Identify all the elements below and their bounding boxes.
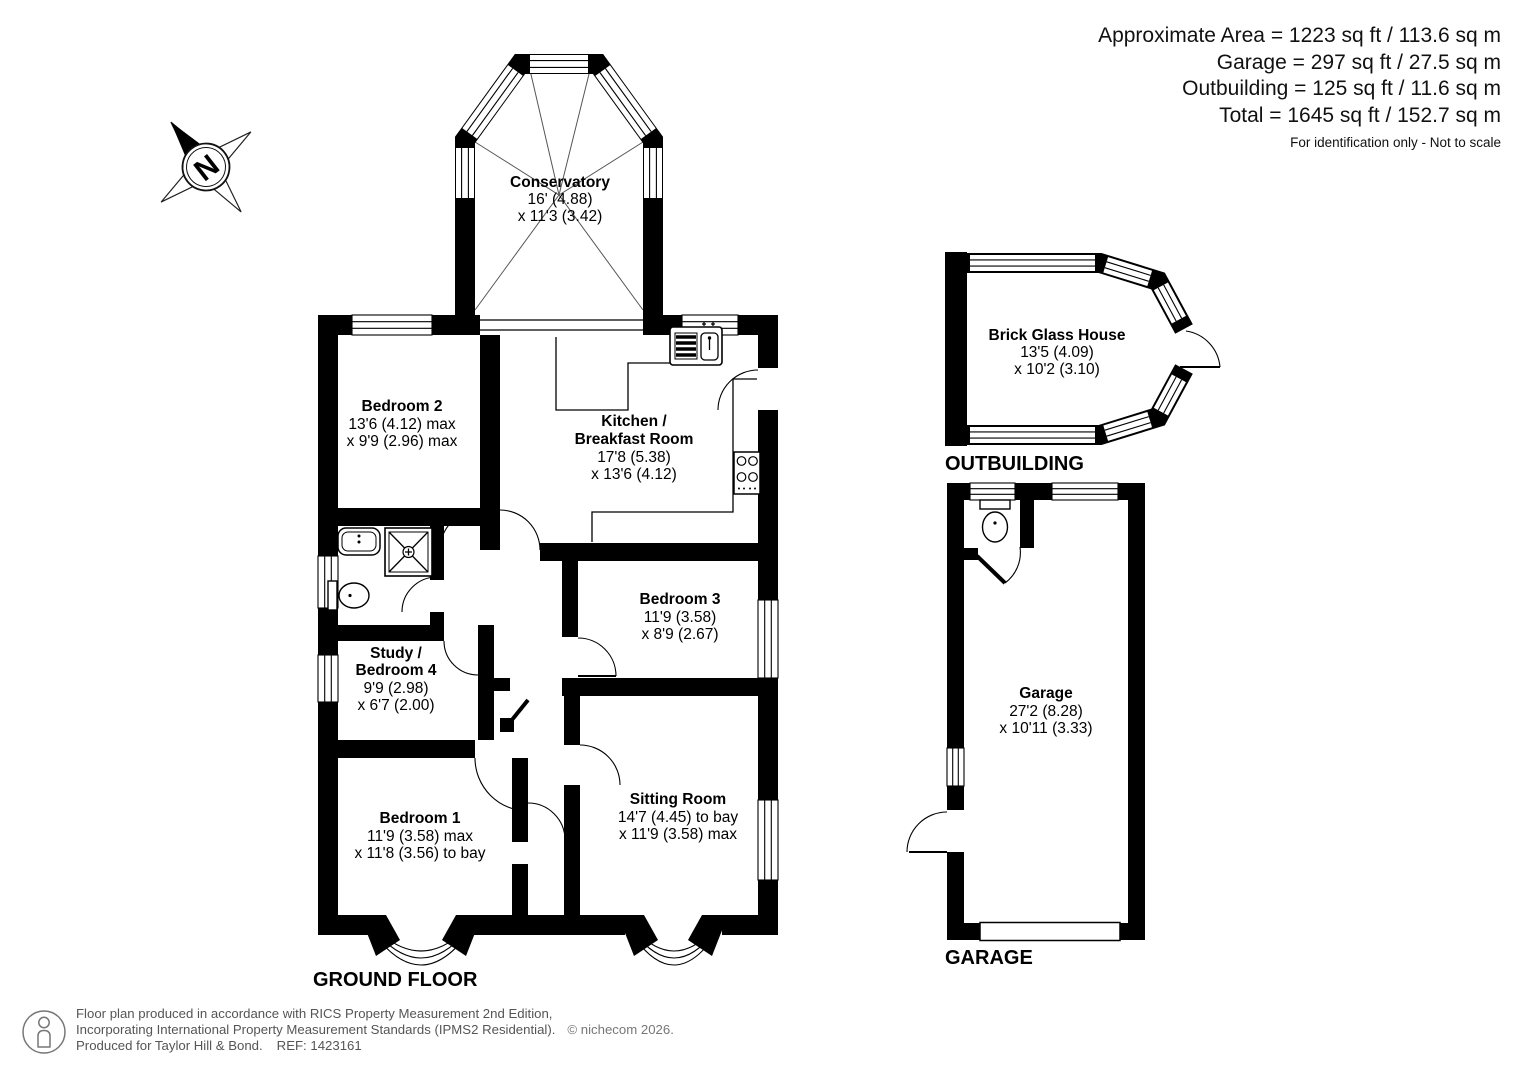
footer-line-2: Incorporating International Property Mea… (76, 1022, 555, 1037)
room-name: Garage (1019, 685, 1073, 702)
shower-icon (384, 527, 433, 577)
outbuilding: Brick Glass House 13'5 (4.09) x 10'2 (3.… (945, 252, 1221, 446)
room-dim: 27'2 (8.28) (1009, 703, 1083, 720)
room-name: Kitchen / (601, 413, 667, 430)
house-windows (317, 314, 779, 881)
footer-line-3: Produced for Taylor Hill & Bond. (76, 1038, 263, 1053)
room-dim: 9'9 (2.98) (364, 680, 429, 697)
ground-floor-caption: GROUND FLOOR (313, 969, 478, 991)
room-dim: x 8'9 (2.67) (641, 626, 718, 643)
room-dim: 16' (4.88) (528, 191, 593, 208)
room-dim: x 11'3 (3.42) (518, 208, 603, 225)
bedroom1-label: Bedroom 1 11'9 (3.58) max x 11'8 (3.56) … (354, 810, 485, 862)
room-name: Brick Glass House (989, 327, 1126, 344)
room-name: Study / (370, 645, 422, 662)
room-dim: x 13'6 (4.12) (591, 466, 677, 483)
room-dim: x 10'11 (3.33) (999, 720, 1092, 737)
house-doors (401, 369, 759, 841)
scale-note: For identification only - Not to scale (1290, 135, 1501, 150)
area-summary: Approximate Area = 1223 sq ft / 113.6 sq… (1098, 24, 1501, 150)
room-dim: 11'9 (3.58) max (367, 828, 473, 845)
footer-line-1: Floor plan produced in accordance with R… (76, 1006, 552, 1021)
outbuilding-caption: OUTBUILDING (945, 453, 1084, 475)
bathroom-fixtures (327, 527, 433, 611)
room-dim: x 9'9 (2.96) max (347, 433, 458, 450)
room-dim: 11'9 (3.58) (644, 609, 716, 626)
garage-door (979, 921, 1121, 942)
kitchen-counter-right (591, 378, 757, 542)
kitchen-counter (555, 337, 722, 411)
kitchen-fixtures (555, 322, 761, 542)
room-name: Bedroom 3 (640, 591, 721, 608)
person-icon (22, 1010, 66, 1054)
hob-icon (733, 451, 761, 495)
area-line-2: Garage = 297 sq ft / 27.5 sq m (1217, 51, 1501, 74)
footer-ref: REF: 1423161 (277, 1038, 362, 1053)
garage-label: Garage 27'2 (8.28) x 10'11 (3.33) (999, 685, 1092, 737)
room-name: Conservatory (510, 174, 610, 191)
area-line-4: Total = 1645 sq ft / 152.7 sq m (1219, 104, 1501, 127)
svg-text:Incorporating International Pr: Incorporating International Property Mea… (76, 1022, 674, 1037)
ground-floor-walls (318, 315, 778, 935)
bedroom1-bay-window (360, 915, 482, 966)
bedroom3-label: Bedroom 3 11'9 (3.58) x 8'9 (2.67) (640, 591, 721, 643)
room-dim: x 10'2 (3.10) (1014, 361, 1100, 378)
conservatory: Conservatory 16' (4.88) x 11'3 (3.42) (455, 54, 663, 315)
conservatory-label: Conservatory 16' (4.88) x 11'3 (3.42) (510, 174, 610, 225)
room-name: Bedroom 2 (362, 398, 443, 415)
room-dim: x 11'9 (3.58) max (619, 826, 737, 843)
svg-text:Produced for Taylor Hill & Bon: Produced for Taylor Hill & Bond. REF: 142… (76, 1038, 362, 1053)
building-captions: GROUND FLOOR OUTBUILDING GARAGE (313, 453, 1084, 991)
compass-icon: N (160, 121, 252, 213)
footer: Floor plan produced in accordance with R… (22, 1006, 674, 1054)
room-name: Bedroom 1 (380, 810, 461, 827)
study-label: Study / Bedroom 4 9'9 (2.98) x 6'7 (2.00… (356, 645, 437, 714)
room-dim: 13'5 (4.09) (1020, 344, 1094, 361)
room-dim: 17'8 (5.38) (597, 449, 671, 466)
sitting-room-bay-window (618, 915, 728, 966)
room-dim: x 6'7 (2.00) (357, 697, 434, 714)
room-dim: 13'6 (4.12) max (348, 416, 455, 433)
sitting-room-label: Sitting Room 14'7 (4.45) to bay x 11'9 (… (618, 791, 738, 843)
room-name: Bedroom 4 (356, 662, 437, 679)
brick-glass-house-label: Brick Glass House 13'5 (4.09) x 10'2 (3.… (989, 327, 1126, 378)
kitchen-label: Kitchen / Breakfast Room 17'8 (5.38) x 1… (575, 413, 694, 483)
area-line-1: Approximate Area = 1223 sq ft / 113.6 sq… (1098, 24, 1501, 47)
room-dim: x 11'8 (3.56) to bay (354, 845, 485, 862)
toilet-icon (327, 580, 370, 611)
area-line-3: Outbuilding = 125 sq ft / 11.6 sq m (1182, 77, 1501, 100)
room-name: Breakfast Room (575, 431, 694, 448)
garage: Garage 27'2 (8.28) x 10'11 (3.33) (906, 482, 1145, 942)
room-dim: 14'7 (4.45) to bay (618, 809, 738, 826)
garage-toilet-icon (979, 499, 1011, 543)
garage-caption: GARAGE (945, 947, 1033, 969)
room-name: Sitting Room (630, 791, 726, 808)
footer-copyright: © nichecom 2026. (567, 1022, 674, 1037)
bedroom2-label: Bedroom 2 13'6 (4.12) max x 9'9 (2.96) m… (347, 398, 458, 450)
sink-icon (669, 322, 723, 366)
basin-icon (337, 527, 381, 556)
